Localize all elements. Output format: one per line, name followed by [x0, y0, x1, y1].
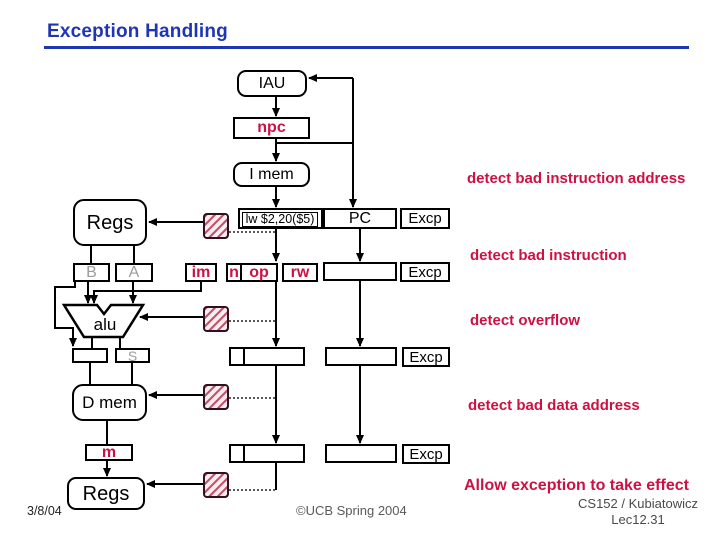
excp-label-1: Excp — [408, 210, 442, 227]
n-op-latch: n op — [226, 263, 278, 282]
pipeline-register-4a — [229, 444, 305, 463]
n-label: n — [228, 264, 242, 280]
annotation-overflow: detect overflow — [470, 312, 581, 329]
regs-bottom-box: Regs — [67, 477, 145, 510]
m-latch: m — [85, 444, 133, 461]
hatched-control-box-execute — [203, 306, 229, 332]
instruction-value: lw $2,20($5) — [242, 212, 318, 227]
rw-label: rw — [290, 263, 310, 281]
excp-register-2: Excp — [400, 262, 450, 282]
excp-register-3: Excp — [402, 347, 450, 367]
alu-unit: alu — [93, 315, 117, 334]
pipeline-register-4b — [325, 444, 397, 463]
iau-label: IAU — [258, 74, 286, 92]
imem-label: I mem — [249, 165, 294, 183]
footer-course: CS152 / Kubiatowicz Lec12.31 — [568, 496, 708, 529]
b-latch: B — [73, 263, 110, 282]
annotation-bad-instruction: detect bad instruction — [470, 247, 627, 264]
pc-register: PC — [323, 208, 397, 229]
s-label: S — [127, 347, 138, 364]
annotation-bad-instruction-address: detect bad instruction address — [467, 170, 686, 187]
excp-label-2: Excp — [408, 263, 442, 281]
pipeline-register-3b — [325, 347, 397, 366]
op-label: op — [249, 263, 269, 281]
hatched-control-box-memory — [203, 384, 229, 410]
annotation-bad-data-address: detect bad data address — [468, 397, 640, 414]
a-latch: A — [115, 263, 153, 282]
pipeline-register-2 — [323, 262, 397, 281]
footer-course-name: CS152 / Kubiatowicz — [578, 496, 698, 511]
footer-lecture-number: Lec12.31 — [611, 512, 665, 528]
footer-date: 3/8/04 — [27, 504, 62, 518]
excp-register-4: Excp — [402, 444, 450, 464]
pipeline-register-3a — [229, 347, 305, 366]
excp-register-1: Excp — [400, 208, 450, 229]
npc-box: npc — [233, 117, 310, 139]
data-out-latch — [72, 348, 108, 363]
slide-title: Exception Handling — [47, 21, 228, 42]
instruction-register: lw $2,20($5) — [238, 208, 323, 229]
hatched-control-box-decode — [203, 213, 229, 239]
footer-copyright: ©UCB Spring 2004 — [296, 503, 407, 518]
excp-label-4: Excp — [409, 445, 443, 463]
s-latch: S — [115, 348, 150, 363]
regs-top-label: Regs — [86, 211, 134, 234]
pc-label: PC — [348, 209, 372, 227]
excp-label-3: Excp — [409, 348, 443, 366]
m-label: m — [101, 443, 117, 461]
b-label: B — [86, 263, 97, 281]
dmem-label: D mem — [82, 393, 137, 412]
im-latch: im — [185, 263, 217, 282]
regs-bottom-label: Regs — [82, 482, 130, 505]
npc-label: npc — [257, 119, 286, 136]
a-label: A — [128, 263, 140, 281]
annotation-allow-exception: Allow exception to take effect — [464, 477, 689, 494]
regs-top-box: Regs — [73, 199, 147, 246]
dmem-box: D mem — [72, 384, 147, 421]
im-label: im — [191, 263, 211, 281]
title-underline — [44, 46, 689, 49]
iau-box: IAU — [237, 70, 307, 97]
imem-box: I mem — [233, 162, 310, 187]
hatched-control-box-writeback — [203, 472, 229, 498]
rw-latch: rw — [282, 263, 318, 282]
alu-shape — [61, 303, 146, 339]
